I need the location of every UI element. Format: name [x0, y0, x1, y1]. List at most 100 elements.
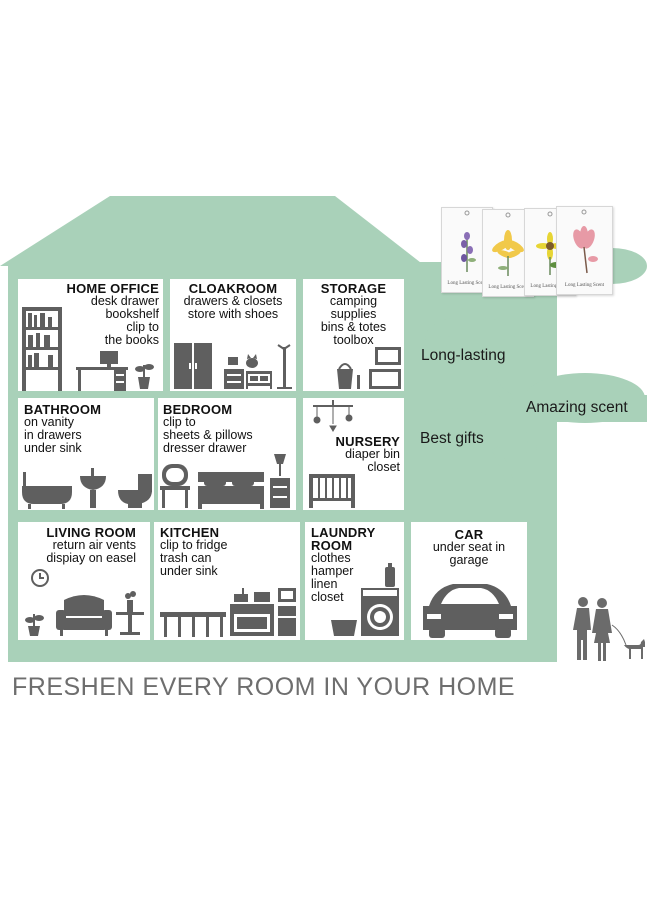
lavender-icon: [461, 210, 476, 272]
basket-icon: [331, 620, 357, 636]
clock-icon: [31, 569, 49, 587]
room-line: return air vents: [52, 538, 136, 552]
stools-icon: [160, 612, 226, 637]
room-title: BATHROOM: [24, 402, 102, 417]
room-bathroom: BATHROOM on vanity in drawers under sink: [18, 398, 154, 510]
bookshelf-icon: [22, 307, 62, 391]
dresser-icon: [224, 357, 244, 389]
room-title: BEDROOM: [163, 402, 233, 417]
room-kitchen: KITCHEN clip to fridge trash can under s…: [154, 522, 300, 640]
room-line: linen: [311, 577, 338, 591]
car-icons: [423, 584, 517, 638]
room-title: ROOM: [311, 538, 353, 553]
roof: [0, 196, 425, 266]
room-line: trash can: [160, 551, 212, 565]
couple-with-dog-icon: [573, 597, 645, 661]
storage-bins-icon: [369, 347, 401, 389]
cloakroom-icons: [174, 343, 292, 389]
storage-icons: [337, 347, 401, 389]
bucket-icon: [337, 363, 360, 389]
living-room-icons: [25, 569, 144, 636]
armchair-icon: [56, 595, 112, 636]
room-line: desk drawer: [90, 294, 159, 308]
nursery-icons: [309, 400, 355, 508]
ground-line: [8, 640, 557, 662]
room-line: diaper bin: [345, 447, 400, 461]
room-line: clip to fridge: [160, 538, 228, 552]
room-nursery: NURSERY diaper bin closet: [303, 398, 404, 510]
tree: [412, 240, 647, 565]
plant-icon: [135, 364, 154, 389]
lily-icon: [492, 212, 524, 276]
bedroom-icons: [160, 454, 290, 509]
room-line: garage: [449, 553, 489, 567]
room-living-room: LIVING ROOM return air vents dispiay on …: [18, 522, 150, 640]
room-storage: STORAGE camping supplies bins & totes to…: [303, 279, 404, 391]
room-line: toolbox: [333, 333, 374, 347]
room-line: on vanity: [24, 415, 75, 429]
room-line: clip to: [163, 415, 196, 429]
room-home-office: HOME OFFICE desk drawer bookshelf clip t…: [18, 279, 163, 391]
room-title: STORAGE: [320, 281, 387, 296]
room-line: under seat in: [432, 540, 506, 554]
room-line: bins & totes: [320, 320, 387, 334]
sachet-text: Long Lasting Scent: [447, 281, 487, 286]
room-line: in drawers: [24, 428, 82, 442]
fridge-icon: [278, 588, 296, 636]
vanity-icon: [160, 464, 190, 508]
room-title: NURSERY: [335, 434, 400, 449]
nightstand-icon: [270, 454, 290, 508]
stove-icon: [230, 588, 274, 636]
room-title: KITCHEN: [160, 525, 220, 540]
bathroom-icons: [22, 468, 152, 509]
headline: FRESHEN EVERY ROOM IN YOUR HOME: [12, 673, 516, 701]
cat-icon: [246, 354, 258, 368]
kitchen-icons: [160, 588, 296, 637]
car-icon: [423, 584, 517, 638]
magnolia-icon: [573, 209, 598, 274]
room-line: hamper: [311, 564, 354, 578]
washing-machine-icon: [361, 563, 399, 636]
side-table-icon: [116, 591, 144, 635]
sink-icon: [80, 468, 106, 508]
room-title: HOME OFFICE: [66, 281, 159, 296]
crib-icon: [309, 474, 355, 508]
bathtub-icon: [22, 472, 72, 509]
room-line: closet: [367, 460, 400, 474]
room-cloakroom: CLOAKROOM drawers & closets store with s…: [170, 279, 296, 391]
sachet-text: Long Lasting Scent: [488, 285, 528, 290]
room-line: closet: [311, 590, 344, 604]
sachet-card: Long Lasting Scent: [556, 206, 613, 295]
room-line: drawers & closets: [183, 294, 283, 308]
tag-best-gifts: Best gifts: [420, 430, 484, 447]
room-line: under sink: [24, 441, 82, 455]
room-line: dresser drawer: [163, 441, 247, 455]
room-bedroom: BEDROOM clip to sheets & pillows dresser…: [158, 398, 296, 510]
laundry-icons: [331, 563, 399, 636]
room-line: dispiay on easel: [46, 551, 136, 565]
shoe-rack-icon: [246, 371, 272, 389]
room-title: LIVING ROOM: [46, 525, 136, 540]
room-line: bookshelf: [105, 307, 159, 321]
room-line: clip to: [126, 320, 159, 334]
room-line: store with shoes: [187, 307, 279, 321]
sachet-text: Long Lasting Scent: [530, 284, 570, 289]
room-car: CAR under seat in garage: [411, 522, 527, 640]
desk-computer-icon: [76, 351, 128, 391]
room-title: CLOAKROOM: [188, 281, 278, 296]
tag-amazing-scent: Amazing scent: [526, 399, 628, 416]
plant-icon: [25, 614, 44, 636]
home-office-icons: [22, 307, 154, 391]
room-line: under sink: [160, 564, 218, 578]
room-title: LAUNDRY: [311, 525, 376, 540]
room-line: clothes: [311, 551, 351, 565]
mobile-icon: [313, 400, 353, 432]
coat-rack-icon: [277, 344, 292, 389]
toilet-icon: [118, 474, 152, 508]
bed-icon: [198, 472, 264, 509]
room-line: camping: [329, 294, 378, 308]
room-line: supplies: [330, 307, 377, 321]
tag-long-lasting: Long-lasting: [421, 347, 506, 364]
room-line: sheets & pillows: [163, 428, 253, 442]
